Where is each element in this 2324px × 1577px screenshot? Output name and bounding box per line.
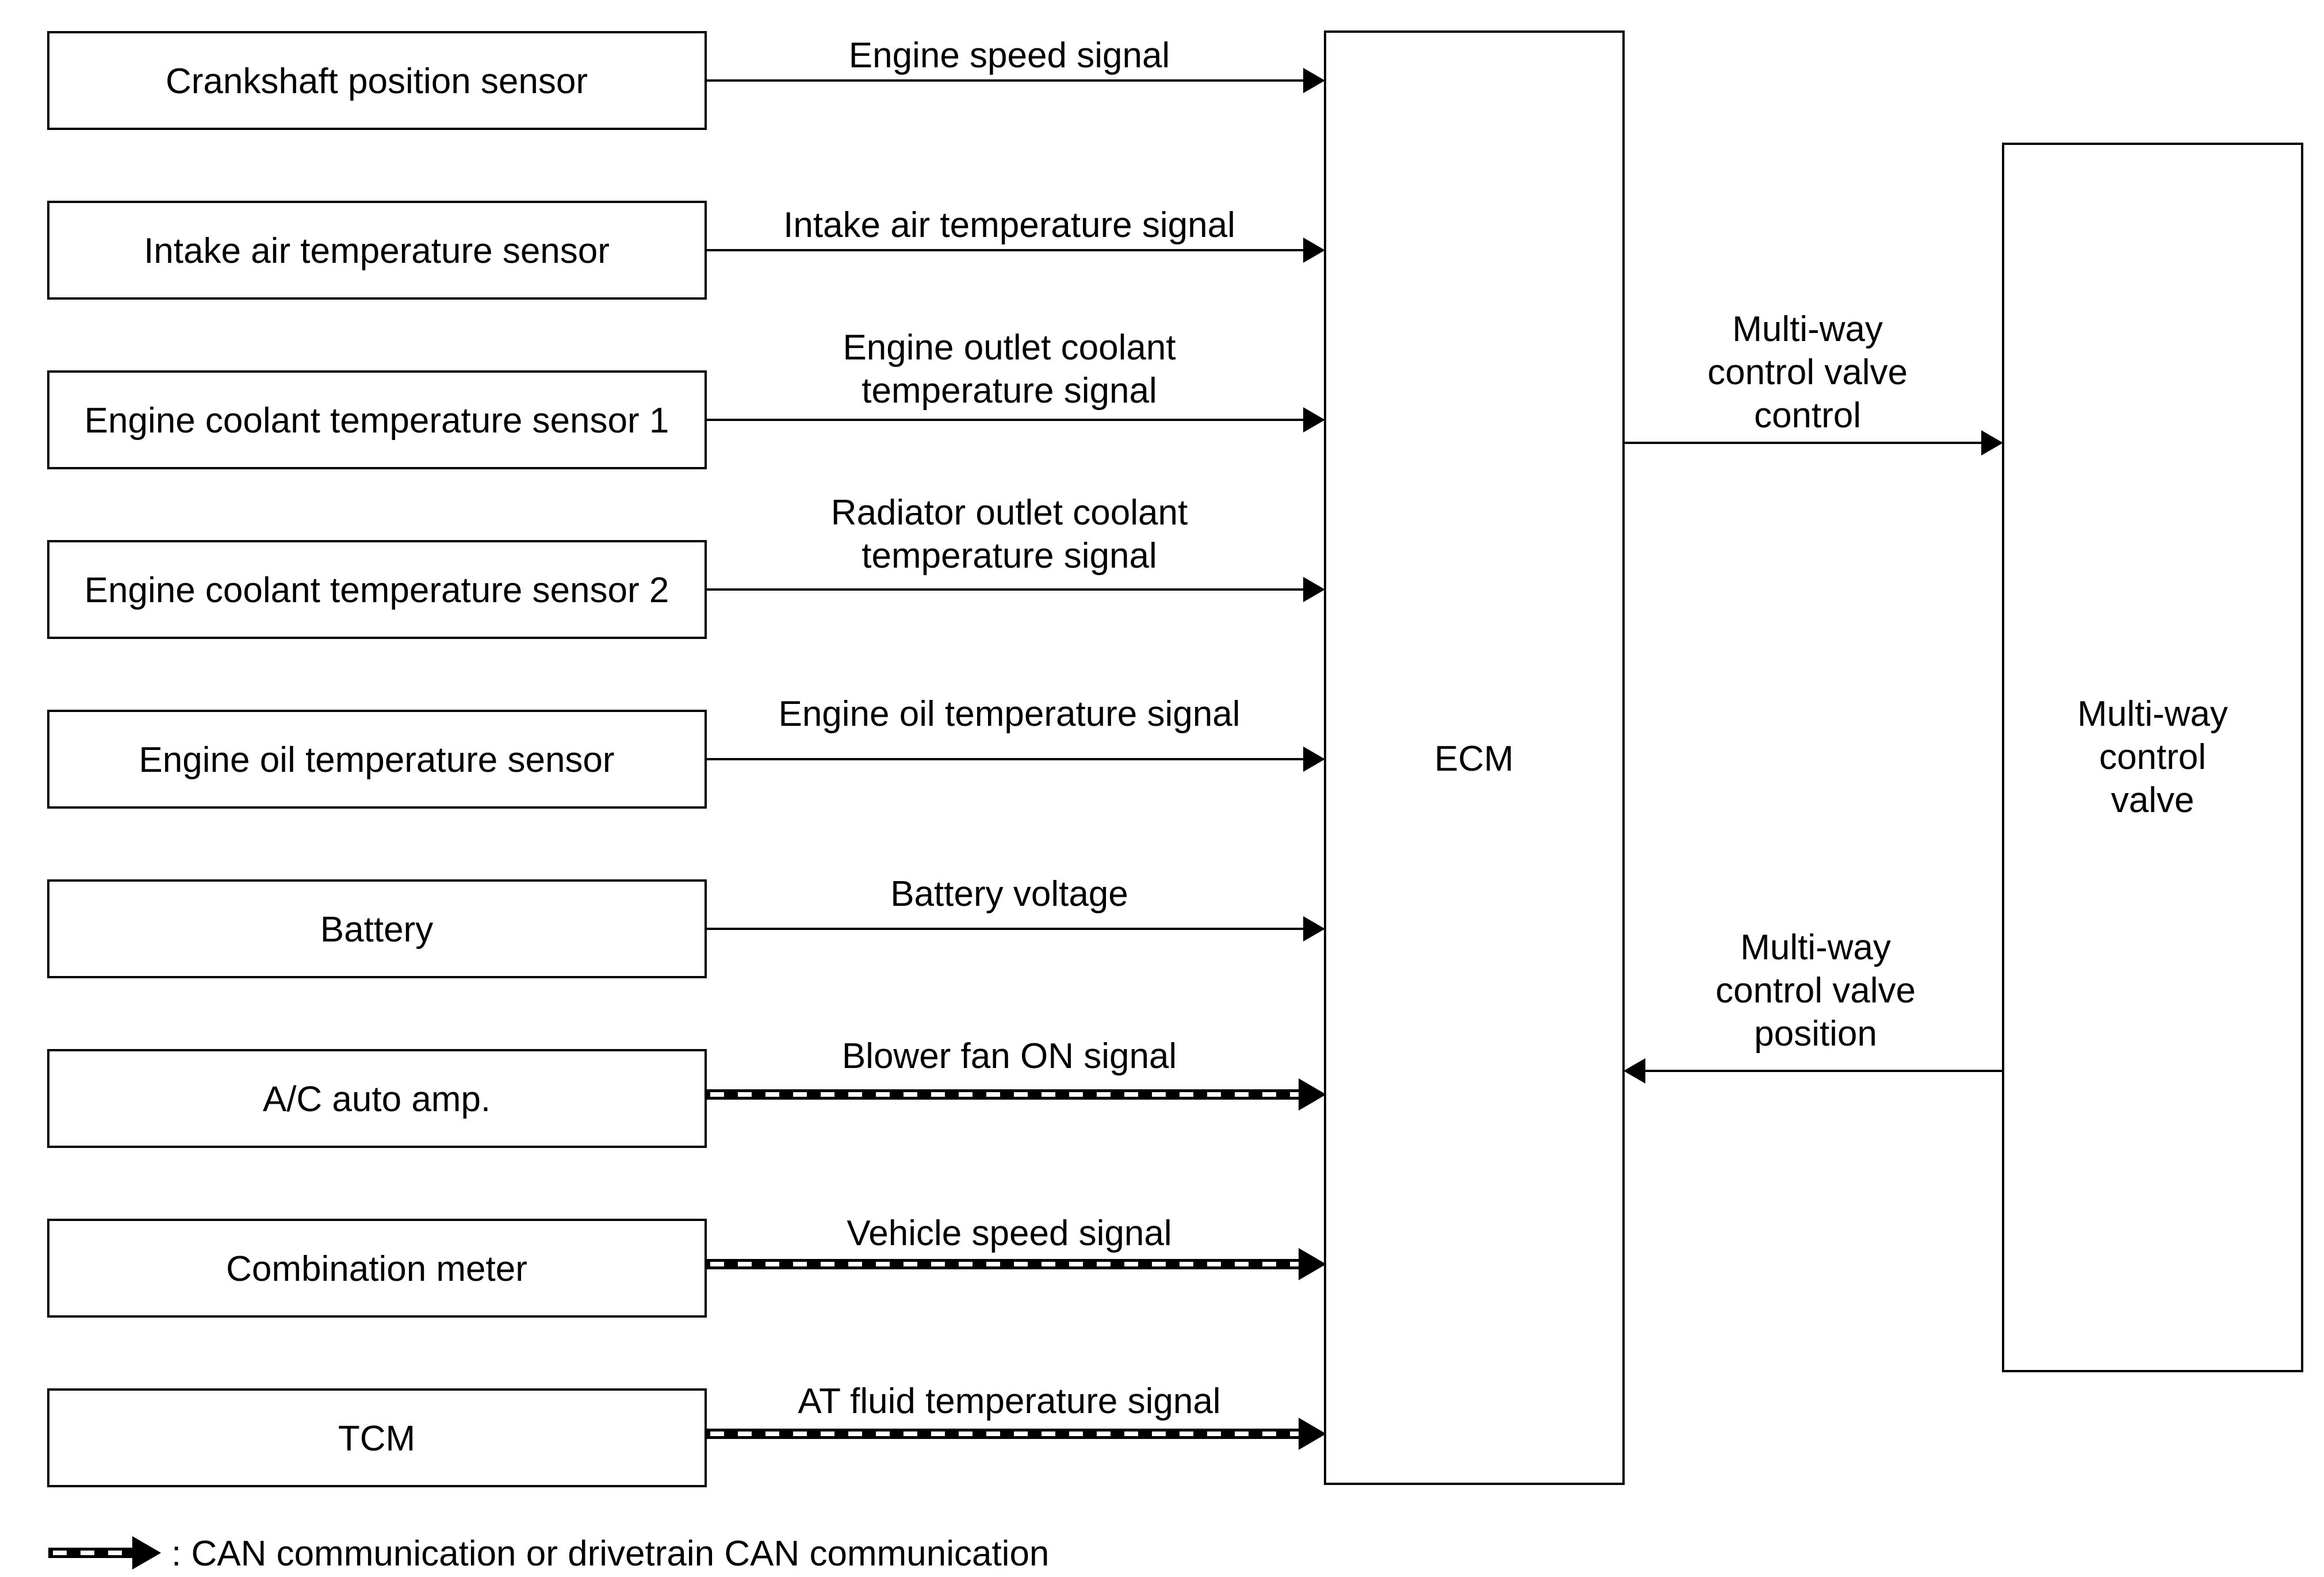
multi-way-control-valve-box	[2002, 143, 2303, 1372]
battery-box	[47, 879, 707, 978]
legend-text: : CAN communication or drivetrain CAN co…	[171, 1534, 1049, 1574]
valve-position-label-line1: Multi-way	[1740, 928, 1891, 967]
engine-coolant-temperature-sensor-1-box	[47, 370, 707, 469]
valve-label-line1: Multi-way	[2077, 694, 2228, 734]
valve-label-line3: valve	[2111, 780, 2195, 820]
legend: : CAN communication or drivetrain CAN co…	[48, 1534, 1049, 1574]
engine-coolant-temperature-sensor-1-label: Engine coolant temperature sensor 1	[85, 401, 669, 441]
engine-coolant-temperature-sensor-2-label: Engine coolant temperature sensor 2	[85, 571, 669, 610]
engine-outlet-coolant-signal-arrowhead	[1303, 407, 1325, 432]
sensor-row-coolant-2: Engine coolant temperature sensor 2 Radi…	[47, 493, 1325, 639]
engine-outlet-coolant-signal-label-line2: temperature signal	[862, 371, 1157, 411]
engine-coolant-temperature-sensor-2-box	[47, 540, 707, 639]
intake-air-temperature-sensor-box	[47, 201, 707, 300]
sensor-row-intake-air: Intake air temperature sensor Intake air…	[47, 201, 1325, 300]
vehicle-speed-signal-label: Vehicle speed signal	[847, 1214, 1171, 1253]
valve-position-label-line3: position	[1754, 1014, 1877, 1054]
sensor-row-battery: Battery Battery voltage	[47, 874, 1325, 978]
radiator-outlet-coolant-signal-label-line1: Radiator outlet coolant	[831, 493, 1188, 533]
intake-air-temperature-sensor-label: Intake air temperature sensor	[144, 231, 610, 271]
valve-control-label-line1: Multi-way	[1732, 309, 1883, 349]
valve-position-label-line2: control valve	[1716, 971, 1916, 1010]
engine-oil-temperature-signal-label: Engine oil temperature signal	[778, 694, 1240, 734]
intake-air-temperature-signal-label: Intake air temperature signal	[783, 205, 1235, 245]
battery-voltage-label: Battery voltage	[890, 874, 1128, 914]
sensor-row-combination-meter: Combination meter Vehicle speed signal	[47, 1214, 1326, 1318]
ac-auto-amp-box	[47, 1049, 707, 1148]
engine-speed-signal-arrowhead	[1303, 68, 1325, 93]
valve-label-line2: control	[2099, 737, 2206, 777]
legend-arrowhead	[132, 1536, 161, 1570]
sensor-row-crankshaft: Crankshaft position sensor Engine speed …	[47, 31, 1325, 130]
battery-label: Battery	[320, 910, 433, 950]
at-fluid-temperature-signal-label: AT fluid temperature signal	[798, 1381, 1220, 1421]
crankshaft-position-sensor-label: Crankshaft position sensor	[166, 62, 588, 101]
engine-oil-temperature-sensor-label: Engine oil temperature sensor	[139, 740, 614, 780]
ecm-label: ECM	[1434, 739, 1514, 779]
engine-oil-temperature-signal-arrowhead	[1303, 747, 1325, 772]
at-fluid-temperature-arrowhead	[1299, 1418, 1326, 1450]
battery-voltage-arrowhead	[1303, 916, 1325, 941]
engine-outlet-coolant-signal-label-line1: Engine outlet coolant	[843, 328, 1176, 368]
intake-air-temperature-signal-arrowhead	[1303, 238, 1325, 263]
ecm-box	[1324, 30, 1625, 1485]
sensor-row-ac-auto-amp: A/C auto amp. Blower fan ON signal	[47, 1036, 1326, 1148]
combination-meter-label: Combination meter	[226, 1249, 527, 1289]
engine-speed-signal-label: Engine speed signal	[849, 36, 1170, 75]
valve-control-label-line2: control valve	[1707, 353, 1908, 392]
valve-control-label-line3: control	[1754, 396, 1861, 435]
blower-fan-on-signal-label: Blower fan ON signal	[842, 1036, 1177, 1076]
sensor-row-coolant-1: Engine coolant temperature sensor 1 Engi…	[47, 328, 1325, 469]
vehicle-speed-arrowhead	[1299, 1248, 1326, 1280]
ac-auto-amp-label: A/C auto amp.	[263, 1080, 491, 1119]
sensor-row-tcm: TCM AT fluid temperature signal	[47, 1381, 1326, 1487]
tcm-box	[47, 1388, 707, 1487]
radiator-outlet-coolant-signal-arrowhead	[1303, 577, 1325, 602]
blower-fan-on-arrowhead	[1299, 1078, 1326, 1111]
engine-oil-temperature-sensor-box	[47, 710, 707, 809]
radiator-outlet-coolant-signal-label-line2: temperature signal	[862, 536, 1157, 576]
valve-position-arrowhead	[1624, 1058, 1645, 1084]
tcm-label: TCM	[338, 1419, 415, 1459]
sensor-row-oil: Engine oil temperature sensor Engine oil…	[47, 694, 1325, 809]
valve-control-arrowhead	[1981, 430, 2003, 456]
crankshaft-position-sensor-box	[47, 31, 707, 130]
